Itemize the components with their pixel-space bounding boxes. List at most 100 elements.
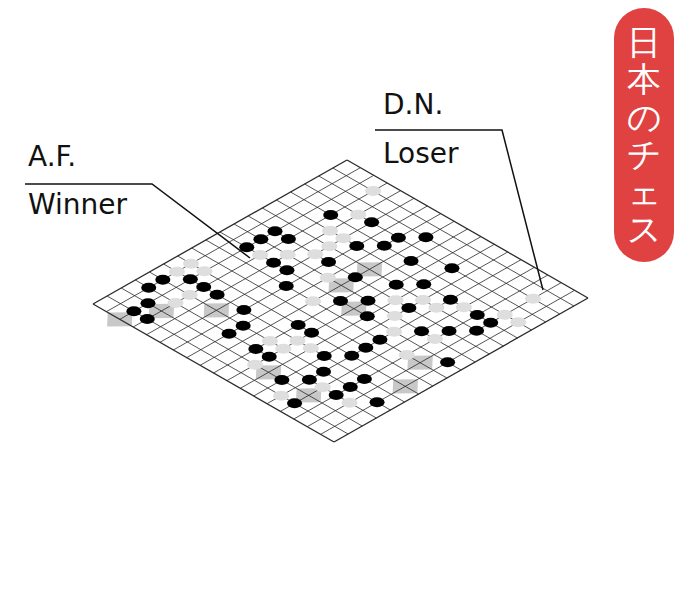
white-stone (525, 294, 541, 304)
black-stone (401, 303, 416, 313)
black-stone (281, 234, 296, 244)
black-stone (357, 374, 372, 384)
white-stone (399, 350, 415, 360)
leader-line (25, 184, 250, 258)
black-stone (483, 318, 498, 328)
white-stone (182, 290, 198, 300)
grid-line (121, 288, 362, 426)
white-stone (315, 382, 331, 392)
black-stone (141, 283, 156, 293)
white-stone (168, 298, 184, 308)
black-stone (416, 279, 431, 289)
white-stone (497, 310, 513, 320)
white-stone (510, 317, 526, 327)
white-stone (322, 226, 338, 236)
leader-lines (25, 130, 543, 290)
black-stone (316, 367, 331, 377)
player-initials: D.N. (383, 88, 443, 122)
title-pill: 日本のチェス (614, 8, 674, 262)
white-stone (280, 250, 296, 260)
grid-line (321, 290, 575, 434)
grid-line (133, 183, 387, 327)
vertical-title: 日本のチェス (627, 24, 661, 262)
black-stone (304, 328, 319, 338)
black-stone (361, 296, 376, 306)
black-stone (358, 343, 373, 353)
black-stone (253, 234, 268, 244)
white-stone (456, 302, 472, 312)
black-stone (444, 263, 459, 273)
black-stone (469, 326, 484, 336)
black-stone (183, 274, 198, 284)
black-stone (389, 280, 404, 290)
white-stone (196, 266, 212, 276)
black-stone (196, 282, 211, 292)
black-stone (364, 217, 379, 227)
player-result: Loser (383, 137, 459, 171)
white-stone (342, 398, 358, 408)
white-stone (273, 391, 289, 401)
leader-line (375, 130, 543, 290)
white-stone (320, 273, 336, 283)
grid-line (267, 260, 521, 404)
black-stone (262, 352, 277, 362)
black-stone (348, 272, 363, 282)
player-result: Winner (28, 188, 127, 222)
black-stone (443, 295, 458, 305)
black-stone (442, 326, 457, 336)
black-stone (418, 232, 433, 242)
white-stone (427, 334, 443, 344)
white-stone (388, 295, 404, 305)
black-stone (155, 275, 170, 285)
black-stone (274, 375, 289, 385)
black-stone (372, 335, 387, 345)
white-stone (321, 241, 337, 251)
black-stone (236, 305, 251, 315)
black-stone (470, 310, 485, 320)
black-stone (329, 390, 344, 400)
white-stone (303, 343, 319, 353)
black-stone (321, 257, 336, 267)
white-stone (183, 259, 199, 269)
black-stone (266, 258, 281, 268)
black-stone (404, 256, 419, 266)
black-stone (414, 326, 429, 336)
grid-line (93, 304, 334, 442)
white-stone (252, 250, 268, 260)
white-stone (428, 303, 444, 313)
white-stone (335, 233, 351, 243)
grid-line (147, 191, 401, 335)
black-stone (268, 226, 283, 236)
black-stone (343, 382, 358, 392)
black-stone (287, 398, 302, 408)
black-stone (360, 311, 375, 321)
black-stone (377, 241, 392, 251)
white-stone (415, 295, 431, 305)
black-stone (323, 210, 338, 220)
black-stone (141, 298, 156, 308)
black-stone (333, 296, 348, 306)
grid-line (160, 198, 414, 342)
black-stone (210, 290, 225, 300)
black-stone (440, 357, 455, 367)
black-stone (236, 321, 251, 331)
black-stone (140, 314, 155, 324)
black-stone (391, 233, 406, 243)
grid-line (214, 229, 468, 373)
black-stone (279, 265, 294, 275)
white-stone (365, 186, 381, 196)
black-stone (317, 351, 332, 361)
white-stone (350, 210, 366, 220)
black-stone (302, 375, 317, 385)
grid-line (107, 296, 348, 434)
grid-line (240, 244, 494, 388)
white-stone (262, 336, 278, 346)
white-stone (386, 327, 402, 337)
go-board (93, 160, 588, 442)
white-stone (289, 336, 305, 346)
white-stone (169, 267, 185, 277)
white-stone (275, 344, 291, 354)
white-stone (307, 249, 323, 259)
black-stone (222, 329, 237, 339)
